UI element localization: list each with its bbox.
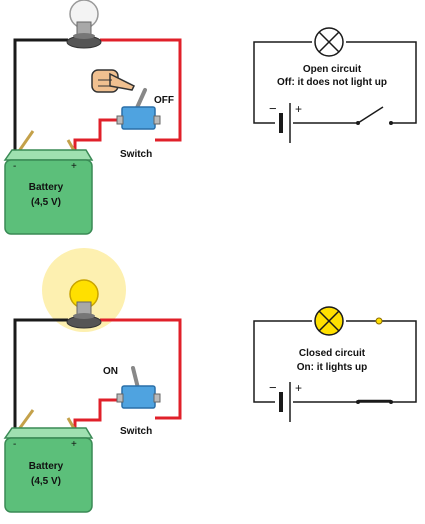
pointing-hand-icon	[91, 69, 136, 93]
switch-label: Switch	[120, 426, 152, 437]
top-schematic: − + Open circuit Off: it does not light …	[253, 27, 417, 143]
schematic-minus: −	[269, 101, 277, 116]
bottom-schematic: − + Closed circuit On: it lights up	[253, 306, 417, 422]
switch-symbol-icon	[356, 399, 393, 404]
battery-minus: -	[13, 439, 16, 450]
switch-symbol-icon	[356, 106, 393, 125]
bottom-illustration: ON Switch - + Battery (4,5 V)	[3, 248, 182, 513]
schematic-plus: +	[295, 102, 302, 116]
schematic-title: Open circuit	[303, 64, 362, 75]
junction-dot	[375, 317, 383, 325]
schematic-caption: On: it lights up	[297, 362, 368, 373]
lamp-symbol-icon	[314, 306, 344, 336]
switch-state-label: ON	[103, 366, 118, 377]
battery-voltage: (4,5 V)	[31, 476, 61, 487]
switch-label: Switch	[120, 149, 152, 160]
battery-icon	[3, 130, 94, 235]
light-bulb-icon	[66, 0, 102, 49]
battery-plus: +	[71, 439, 77, 450]
battery-label: Battery	[29, 182, 64, 193]
schematic-title: Closed circuit	[299, 348, 366, 359]
black-wire-bottom	[13, 318, 68, 430]
schematic-caption: Off: it does not light up	[277, 77, 387, 88]
battery-voltage: (4,5 V)	[31, 197, 61, 208]
toggle-switch-icon	[116, 88, 161, 130]
schematic-wire	[253, 41, 417, 124]
battery-symbol-icon	[279, 103, 291, 143]
lamp-symbol-icon	[314, 27, 344, 57]
red-wire-bottom-battery	[73, 398, 122, 428]
switch-state-label: OFF	[154, 95, 174, 106]
battery-icon	[3, 409, 94, 513]
top-illustration: OFF Switch - + Battery (4,5 V)	[3, 0, 182, 235]
battery-plus: +	[71, 161, 77, 172]
light-bulb-icon	[66, 279, 102, 329]
battery-symbol-icon	[279, 382, 291, 422]
red-wire-bottom-bulb	[100, 318, 182, 420]
battery-minus: -	[13, 161, 16, 172]
toggle-switch-icon	[116, 366, 161, 409]
red-wire-top-bulb	[100, 38, 182, 142]
battery-label: Battery	[29, 461, 64, 472]
black-wire-top	[13, 38, 68, 150]
schematic-minus: −	[269, 380, 277, 395]
schematic-plus: +	[295, 381, 302, 395]
red-wire-top-battery	[73, 118, 122, 150]
